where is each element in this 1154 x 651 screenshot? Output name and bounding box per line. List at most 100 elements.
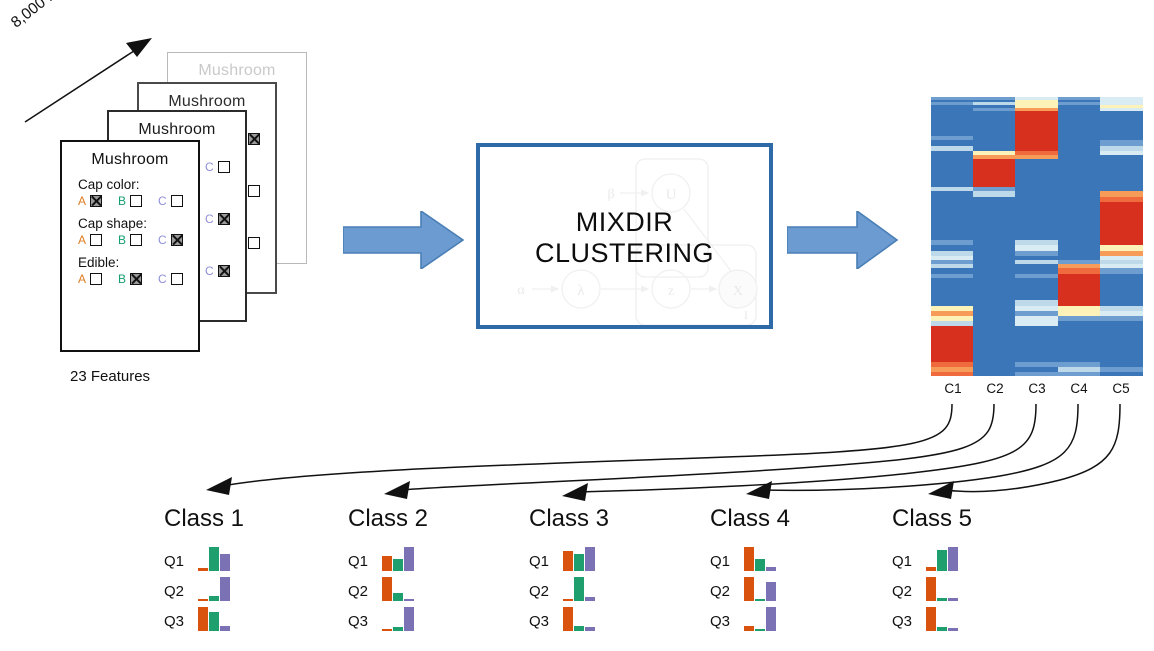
heatmap-cell xyxy=(1057,367,1101,372)
question-label: Q2 xyxy=(164,583,185,600)
mini-bar-chart xyxy=(563,607,599,631)
checkbox[interactable] xyxy=(130,195,143,207)
mini-bar-chart xyxy=(744,547,780,571)
bar-A xyxy=(563,551,573,571)
heatmap-cell xyxy=(973,197,1016,202)
option-letter: C xyxy=(158,272,167,286)
heatmap-cell xyxy=(931,202,974,232)
option-letter: C xyxy=(158,194,167,208)
heatmap-cell xyxy=(1057,274,1101,278)
heatmap-xtick-c5: C5 xyxy=(1112,381,1130,396)
bar-B xyxy=(209,547,219,571)
heatmap-cell xyxy=(1099,354,1143,362)
option-a[interactable]: A xyxy=(78,233,118,247)
heatmap-cell xyxy=(1099,187,1143,191)
checkbox[interactable] xyxy=(170,273,183,285)
class-title-3: Class 3 xyxy=(529,505,610,532)
heatmap-cell xyxy=(973,260,1016,264)
heatmap-cell xyxy=(1057,232,1101,240)
bar-B xyxy=(937,550,947,571)
heatmap-cell xyxy=(931,251,974,256)
bar-A xyxy=(382,577,392,601)
heatmap-cell xyxy=(1015,108,1059,111)
heatmap-cell xyxy=(1015,155,1059,159)
heatmap-cell xyxy=(973,183,1016,187)
bar-C xyxy=(404,547,414,571)
mini-bar-chart xyxy=(926,577,962,601)
bar-C xyxy=(948,547,958,571)
checkbox-checked[interactable] xyxy=(170,234,183,246)
option-letter: B xyxy=(118,272,127,286)
option-c[interactable]: C xyxy=(158,272,198,286)
heatmap-cell xyxy=(973,146,1016,151)
heatmap-cell xyxy=(931,306,974,311)
option-c[interactable]: C xyxy=(158,233,198,247)
heatmap-cell xyxy=(931,256,974,260)
heatmap-cell xyxy=(1099,326,1143,354)
graphical-model-ghost: U λ z X β α I xyxy=(517,158,758,325)
heatmap-cell xyxy=(973,136,1016,140)
heatmap-cell xyxy=(931,151,974,155)
heatmap-cell xyxy=(1057,240,1101,245)
bar-C xyxy=(948,598,958,601)
option-letter: A xyxy=(78,272,87,286)
heatmap-cell xyxy=(1057,187,1101,191)
heatmap-cell xyxy=(1099,183,1143,187)
heatmap-cell xyxy=(1015,183,1059,187)
dataset-size-arrow xyxy=(24,38,152,123)
svg-text:β: β xyxy=(607,187,614,202)
heatmap-cell xyxy=(1015,251,1059,256)
heatmap-cell xyxy=(1057,136,1101,140)
bar-B xyxy=(937,627,947,631)
heatmap-cell xyxy=(973,140,1016,146)
option-c[interactable]: C xyxy=(158,194,198,208)
checkbox[interactable] xyxy=(130,234,143,246)
mushroom-card-front: Mushroom Cap color: A B C Cap shape: A xyxy=(60,140,200,352)
bar-B xyxy=(574,554,584,571)
checkbox[interactable] xyxy=(170,195,183,207)
heatmap-cell xyxy=(1057,197,1101,202)
heatmap-cell xyxy=(1015,100,1059,102)
checkbox-checked[interactable] xyxy=(130,273,143,285)
heatmap-cell xyxy=(931,191,974,197)
option-b[interactable]: B xyxy=(118,272,158,286)
heatmap-cell xyxy=(1057,100,1101,102)
heatmap-cell xyxy=(931,197,974,202)
heatmap-cell xyxy=(1057,245,1101,251)
heatmap-cell xyxy=(1099,102,1143,105)
heatmap-cell xyxy=(1015,105,1059,108)
option-b[interactable]: B xyxy=(118,194,158,208)
heatmap-cell xyxy=(1057,159,1101,183)
option-a[interactable]: A xyxy=(78,194,118,208)
heatmap-cell xyxy=(1015,326,1059,354)
heatmap-cell xyxy=(973,155,1016,159)
mixdir-label: MIXDIR CLUSTERING xyxy=(480,207,769,269)
heatmap-cell xyxy=(1015,97,1059,100)
checkbox[interactable] xyxy=(90,273,103,285)
heatmap-cell xyxy=(931,264,974,268)
option-a[interactable]: A xyxy=(78,272,118,286)
heatmap-cell xyxy=(1015,187,1059,191)
bar-A xyxy=(382,556,392,571)
heatmap-cell xyxy=(973,354,1016,362)
svg-text:α: α xyxy=(517,283,525,298)
bar-B xyxy=(393,627,403,631)
checkbox[interactable] xyxy=(90,234,103,246)
heatmap-cell xyxy=(1015,306,1059,311)
heatmap-cell xyxy=(931,362,974,367)
heatmap-cell xyxy=(1099,367,1143,372)
heatmap-cell xyxy=(1015,159,1059,183)
option-b[interactable]: B xyxy=(118,233,158,247)
question-label: Q1 xyxy=(892,553,913,570)
checkbox-checked[interactable] xyxy=(90,195,103,207)
heatmap-cell xyxy=(1057,105,1101,108)
heatmap-cell xyxy=(973,362,1016,367)
heatmap-cell xyxy=(1015,111,1059,136)
heatmap-cell xyxy=(973,240,1016,245)
heatmap-cell xyxy=(973,367,1016,372)
heatmap-cell xyxy=(1099,146,1143,151)
bar-B xyxy=(755,559,765,571)
bar-C xyxy=(404,599,414,601)
bar-C xyxy=(220,626,230,631)
feature-cap-color: Cap color: A B C xyxy=(78,177,198,208)
